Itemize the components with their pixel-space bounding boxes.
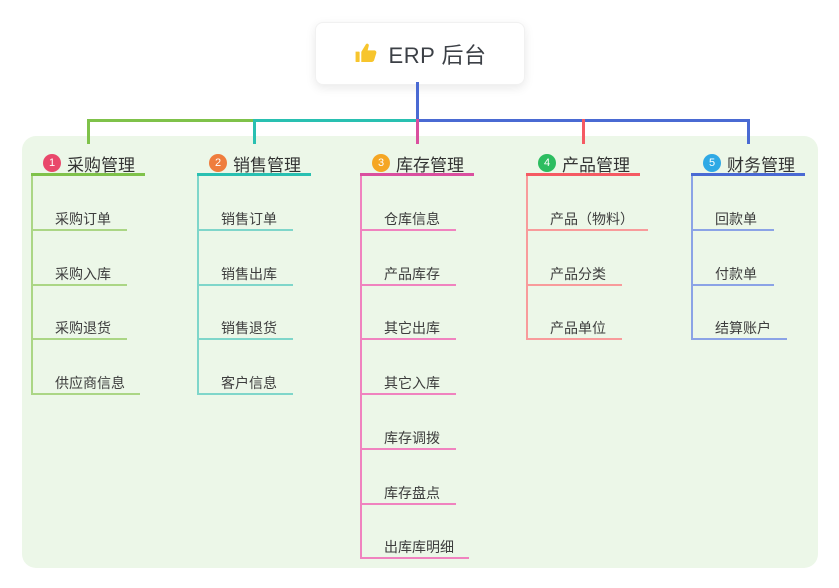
child-underline [360,393,456,395]
branch-topic-label: 库存管理 [396,155,464,175]
branch-topic-label: 产品管理 [562,155,630,175]
child-topic[interactable]: 回款单 [715,211,757,227]
thumbs-up-icon [354,41,379,66]
child-underline [197,284,293,286]
branch-number-badge: 2 [209,154,227,172]
child-topic[interactable]: 其它出库 [384,320,440,336]
branch-underline [526,173,640,176]
branch-topic[interactable]: 2 销售管理 [209,152,301,175]
child-underline [31,284,127,286]
child-topic[interactable]: 出库库明细 [384,539,454,555]
branch-topic[interactable]: 1 采购管理 [43,152,135,175]
branch-topic-label: 采购管理 [67,155,135,175]
branch-underline [360,173,474,176]
child-connector-line [526,176,528,340]
child-topic[interactable]: 付款单 [715,266,757,282]
branch-topic-label: 财务管理 [727,155,795,175]
child-topic[interactable]: 销售订单 [221,211,277,227]
branch-topic-label: 销售管理 [233,155,301,175]
connector-trunk-left-green [88,119,254,122]
child-underline [360,338,456,340]
child-underline [197,393,293,395]
connector-trunk-mid-teal [254,119,417,122]
branch-drop-connector [416,119,419,144]
child-connector-line [691,176,693,340]
child-underline [691,229,774,231]
child-topic[interactable]: 客户信息 [221,375,277,391]
root-node[interactable]: ERP 后台 [315,22,525,85]
branch-number-badge: 1 [43,154,61,172]
child-topic[interactable]: 产品库存 [384,266,440,282]
branch-drop-connector [747,119,750,144]
child-topic[interactable]: 采购入库 [55,266,111,282]
child-topic[interactable]: 结算账户 [715,320,771,336]
child-underline [526,338,622,340]
child-topic[interactable]: 库存盘点 [384,485,440,501]
branch-underline [31,173,145,176]
child-underline [197,338,293,340]
child-topic[interactable]: 供应商信息 [55,375,125,391]
child-underline [526,229,648,231]
child-topic[interactable]: 产品（物料） [550,211,634,227]
branch-number-badge: 5 [703,154,721,172]
child-underline [691,338,787,340]
branch-topic[interactable]: 3 库存管理 [372,152,464,175]
child-topic[interactable]: 采购退货 [55,320,111,336]
child-underline [31,338,127,340]
child-topic[interactable]: 采购订单 [55,211,111,227]
branch-topic[interactable]: 4 产品管理 [538,152,630,175]
branch-drop-connector [582,119,585,144]
root-title: ERP 后台 [388,42,487,68]
child-underline [526,284,622,286]
child-topic[interactable]: 销售出库 [221,266,277,282]
child-underline [691,284,774,286]
branch-underline [691,173,805,176]
branch-underline [197,173,311,176]
child-topic[interactable]: 产品单位 [550,320,606,336]
child-topic[interactable]: 产品分类 [550,266,606,282]
child-underline [360,284,456,286]
child-topic[interactable]: 仓库信息 [384,211,440,227]
connector-root-stem [416,82,419,121]
child-underline [197,229,293,231]
branch-number-badge: 4 [538,154,556,172]
child-topic[interactable]: 销售退货 [221,320,277,336]
child-underline [31,393,140,395]
mindmap-panel [22,136,818,568]
child-underline [360,557,469,559]
branch-drop-connector [253,119,256,144]
child-underline [31,229,127,231]
child-underline [360,229,456,231]
child-topic[interactable]: 其它入库 [384,375,440,391]
branch-topic[interactable]: 5 财务管理 [703,152,795,175]
child-topic[interactable]: 库存调拨 [384,430,440,446]
branch-drop-connector [87,119,90,144]
branch-number-badge: 3 [372,154,390,172]
child-connector-line [360,176,362,559]
child-underline [360,503,456,505]
child-underline [360,448,456,450]
